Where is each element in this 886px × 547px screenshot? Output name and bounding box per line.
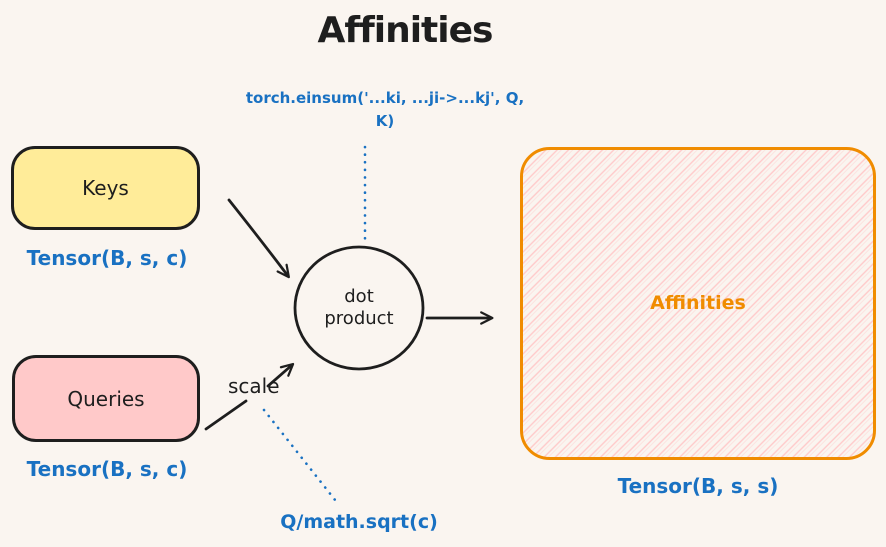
queries-tensor-label: Tensor(B, s, c)	[26, 457, 188, 481]
einsum-annotation-line2: K)	[375, 112, 395, 130]
einsum-annotation: torch.einsum('...ki, ...ji->...kj', Q, K…	[225, 87, 545, 133]
sqrt-annotation: Q/math.sqrt(c)	[280, 511, 438, 533]
einsum-annotation-line1: torch.einsum('...ki, ...ji->...kj', Q,	[245, 89, 525, 107]
queries-node: Queries	[12, 355, 200, 442]
keys-to-dot-arrow	[227, 198, 290, 279]
queries-node-label: Queries	[67, 386, 145, 411]
affinities-tensor-box	[520, 147, 876, 460]
keys-node: Keys	[11, 146, 200, 230]
sqrt-dotted-connector	[262, 408, 341, 507]
dot-product-circle	[293, 245, 425, 371]
affinities-node-label: Affinities	[650, 292, 746, 314]
queries-to-dot-arrow-head	[266, 362, 295, 388]
page-title: Affinities	[317, 10, 494, 51]
dot-product-label: dot product	[324, 286, 394, 329]
keys-tensor-label: Tensor(B, s, c)	[26, 246, 188, 270]
queries-to-dot-arrow-tail	[204, 399, 248, 431]
affinities-tensor-label: Tensor(B, s, s)	[617, 474, 779, 498]
keys-node-label: Keys	[82, 176, 129, 200]
scale-label: scale	[228, 374, 280, 398]
